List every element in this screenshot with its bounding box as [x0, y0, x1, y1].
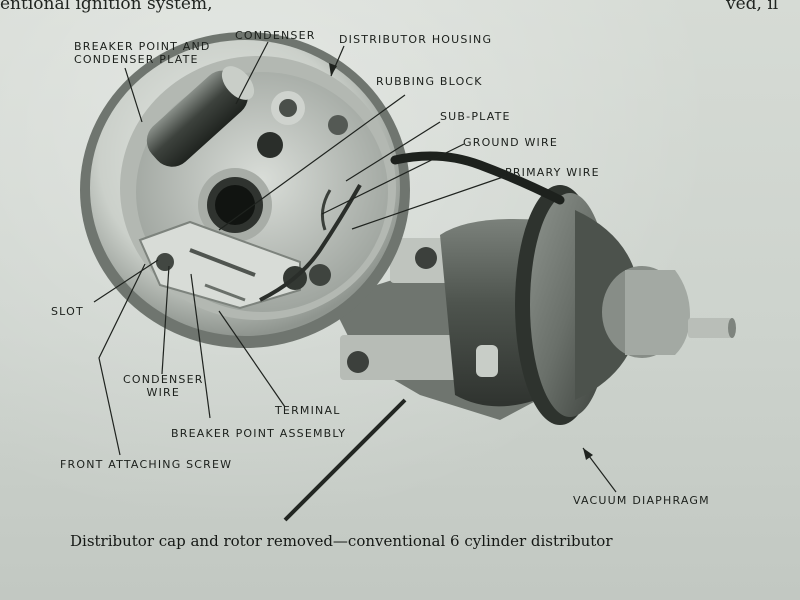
label-breaker-point-plate-line1: BREAKER POINT AND [74, 40, 211, 53]
label-condenser-wire: CONDENSER WIRE [123, 373, 204, 399]
plate-screws [257, 91, 348, 286]
label-condenser-wire-line1: CONDENSER [123, 373, 204, 386]
top-text-left: entional ignition system, [0, 0, 213, 14]
leader-ground-wire [321, 143, 465, 215]
leader-rubbing-block [218, 94, 406, 231]
leader-sub-plate [345, 121, 441, 182]
vacuum-diaphragm-unit [515, 185, 736, 425]
condenser-part [146, 66, 255, 167]
leader-lines [93, 41, 617, 493]
label-condenser-wire-line2: WIRE [146, 386, 181, 399]
label-sub-plate: SUB-PLATE [440, 110, 511, 123]
label-breaker-point-plate-line2: CONDENSER PLATE [74, 53, 199, 66]
leader-terminal [218, 310, 286, 408]
label-front-attaching-screw: FRONT ATTACHING SCREW [60, 458, 233, 471]
label-vacuum-diaphragm: VACUUM DIAPHRAGM [573, 494, 710, 507]
previous-page-text: entional ignition system, ved, il [0, 0, 800, 16]
label-condenser: CONDENSER [235, 29, 316, 42]
label-primary-wire: PRIMARY WIRE [505, 166, 600, 179]
leader-front-screw [98, 263, 146, 456]
leader-breaker-plate [124, 67, 143, 123]
leader-condenser [235, 41, 269, 105]
label-terminal: TERMINAL [275, 404, 341, 417]
leader-primary-wire [351, 175, 507, 230]
label-ground-wire: GROUND WIRE [463, 136, 558, 149]
leader-breaker-assembly [190, 273, 211, 419]
label-breaker-point-plate: BREAKER POINT AND CONDENSER PLATE [74, 40, 211, 66]
breaker-point-assembly [138, 220, 307, 310]
distributor-shaft [198, 168, 272, 242]
figure-caption: Distributor cap and rotor removed—conven… [70, 532, 613, 550]
label-distributor-housing: DISTRIBUTOR HOUSING [339, 33, 493, 46]
distributor-wires [259, 151, 565, 302]
label-slot: SLOT [51, 305, 84, 318]
leader-condenser-wire [161, 265, 170, 375]
top-text-right: ved, il [726, 0, 779, 14]
leader-slot [93, 259, 159, 303]
label-breaker-point-assembly: BREAKER POINT ASSEMBLY [171, 427, 347, 440]
label-rubbing-block: RUBBING BLOCK [376, 75, 483, 88]
